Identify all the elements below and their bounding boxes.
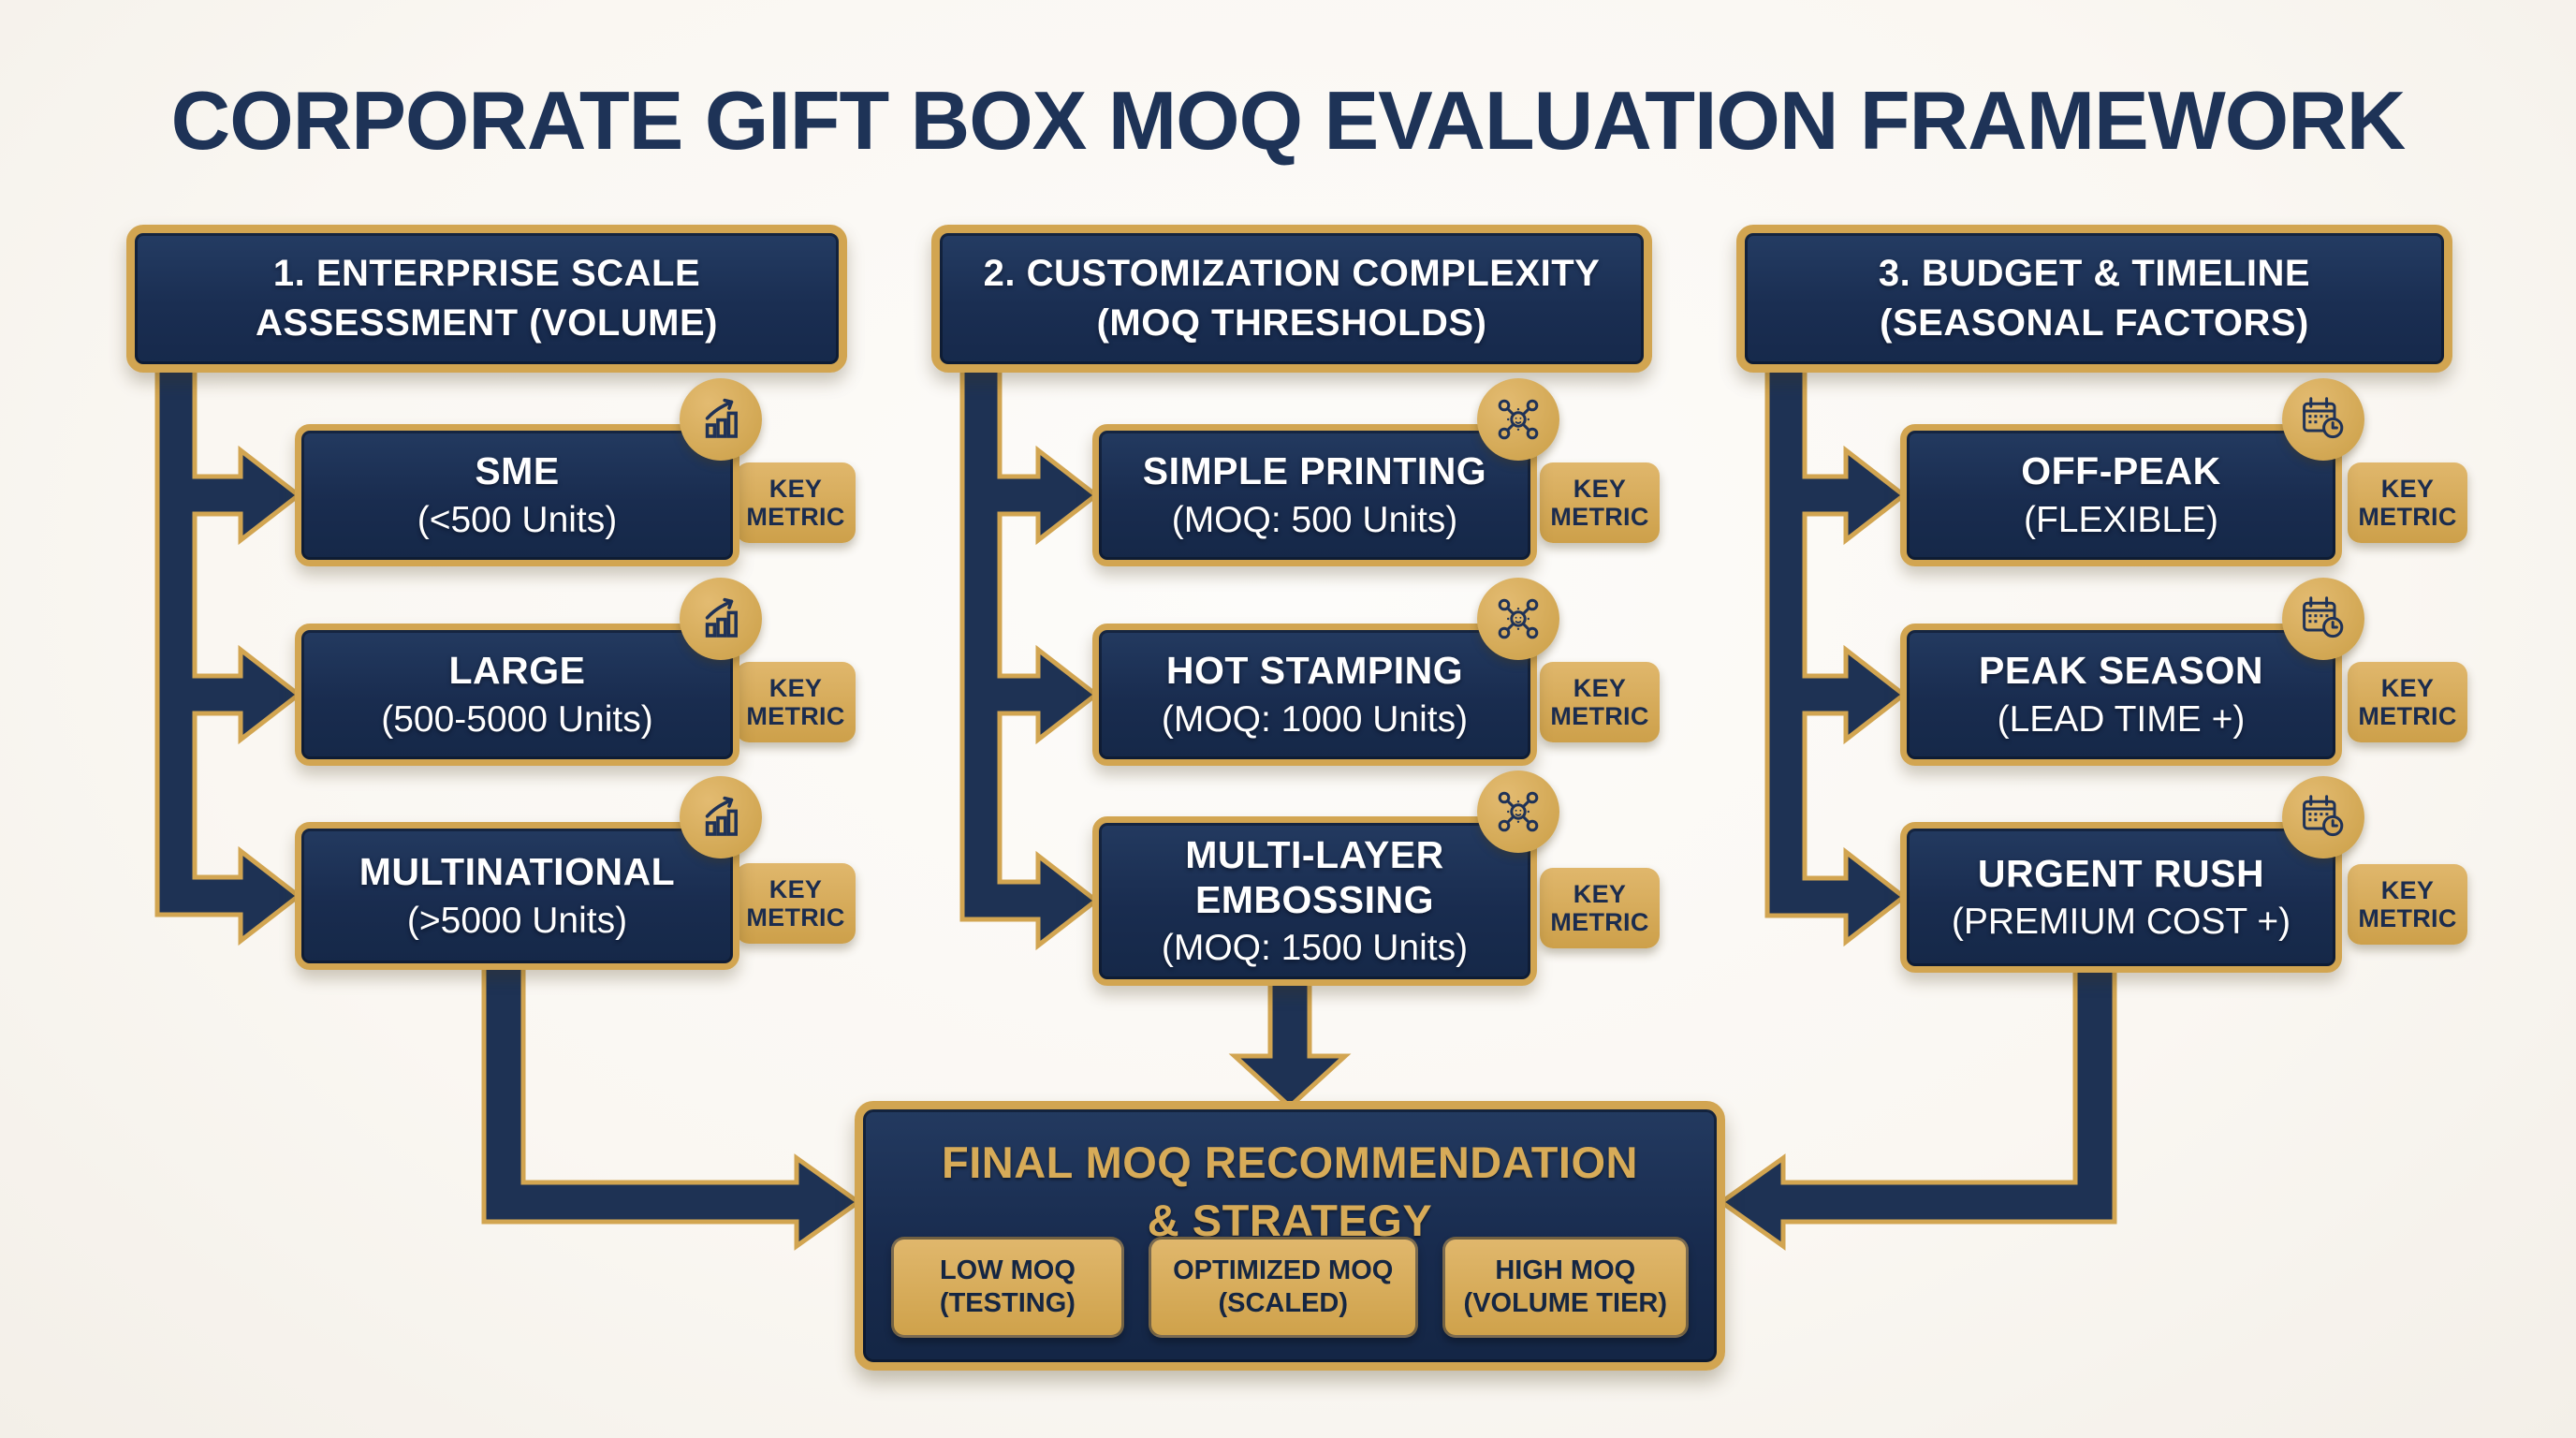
center-down-arrow — [1228, 971, 1352, 1110]
key-metric-tag: KEY METRIC — [1540, 662, 1660, 742]
option-optimized-moq: OPTIMIZED MOQ (SCALED) — [1148, 1237, 1418, 1338]
key-metric-line1: KEY — [1573, 474, 1627, 503]
key-metric-line2: METRIC — [746, 903, 845, 932]
calendar-clock-icon — [2282, 378, 2364, 461]
box-multilayer-embossing: MULTI-LAYER EMBOSSING (MOQ: 1500 Units) — [1092, 816, 1537, 986]
box-urgent-rush: URGENT RUSH (PREMIUM COST +) — [1900, 822, 2342, 973]
box-sme: SME (<500 Units) — [295, 424, 739, 566]
box-hot-stamping: HOT STAMPING (MOQ: 1000 Units) — [1092, 624, 1537, 766]
box-peak-season: PEAK SEASON (LEAD TIME +) — [1900, 624, 2342, 766]
column2-header: 2. CUSTOMIZATION COMPLEXITY (MOQ THRESHO… — [931, 225, 1652, 373]
key-metric-line2: METRIC — [1550, 908, 1649, 936]
right-elbow-arrow — [1717, 952, 2117, 1251]
key-metric-line2: METRIC — [1550, 503, 1649, 531]
key-metric-line2: METRIC — [746, 503, 845, 531]
key-metric-line1: KEY — [1573, 879, 1627, 908]
box-off-peak-name: OFF-PEAK — [2021, 449, 2221, 493]
moq-options-row: LOW MOQ (TESTING) OPTIMIZED MOQ (SCALED)… — [891, 1237, 1689, 1338]
option-low-moq-line2: (TESTING) — [939, 1288, 1076, 1318]
growth-chart-icon — [680, 578, 762, 660]
box-urgent-rush-detail: (PREMIUM COST +) — [1951, 902, 2291, 943]
box-hot-stamping-name: HOT STAMPING — [1165, 649, 1464, 693]
option-high-moq: HIGH MOQ (VOLUME TIER) — [1442, 1237, 1689, 1338]
column3-branch-arrows — [1764, 353, 1909, 947]
key-metric-line1: KEY — [768, 874, 823, 903]
column2-header-line2: (MOQ THRESHOLDS) — [1096, 302, 1487, 344]
key-metric-line1: KEY — [768, 673, 823, 702]
option-low-moq-line1: LOW MOQ — [939, 1255, 1076, 1285]
final-title-line1: FINAL MOQ RECOMMENDATION — [942, 1137, 1638, 1187]
box-large-name: LARGE — [448, 649, 586, 693]
box-simple-printing-detail: (MOQ: 500 Units) — [1171, 499, 1458, 540]
network-nodes-icon — [1477, 378, 1559, 461]
box-multinational-detail: (>5000 Units) — [406, 900, 628, 941]
key-metric-tag: KEY METRIC — [736, 662, 856, 742]
key-metric-line1: KEY — [768, 474, 823, 503]
column2-branch-arrows — [959, 353, 1101, 951]
box-large: LARGE (500-5000 Units) — [295, 624, 739, 766]
key-metric-line1: KEY — [1573, 673, 1627, 702]
key-metric-tag: KEY METRIC — [2348, 662, 2467, 742]
box-simple-printing: SIMPLE PRINTING (MOQ: 500 Units) — [1092, 424, 1537, 566]
box-urgent-rush-name: URGENT RUSH — [1977, 851, 2265, 895]
column1-header: 1. ENTERPRISE SCALE ASSESSMENT (VOLUME) — [126, 225, 847, 373]
box-off-peak-detail: (FLEXIBLE) — [2023, 499, 2219, 540]
left-elbow-arrow — [481, 952, 863, 1251]
box-large-detail: (500-5000 Units) — [381, 698, 653, 740]
final-recommendation-box: FINAL MOQ RECOMMENDATION & STRATEGY LOW … — [855, 1101, 1725, 1371]
box-multilayer-embossing-detail: (MOQ: 1500 Units) — [1161, 927, 1469, 968]
growth-chart-icon — [680, 378, 762, 461]
key-metric-line2: METRIC — [746, 702, 845, 730]
calendar-clock-icon — [2282, 776, 2364, 858]
column3-header-line2: (SEASONAL FACTORS) — [1880, 302, 2309, 344]
key-metric-tag: KEY METRIC — [736, 462, 856, 543]
option-optimized-moq-line1: OPTIMIZED MOQ — [1173, 1255, 1394, 1285]
column1-header-line1: 1. ENTERPRISE SCALE — [272, 253, 701, 295]
key-metric-line2: METRIC — [2358, 503, 2457, 531]
box-multinational-name: MULTINATIONAL — [359, 850, 676, 894]
box-peak-season-detail: (LEAD TIME +) — [1997, 698, 2246, 740]
column1-branch-arrows — [154, 353, 303, 946]
column3-header: 3. BUDGET & TIMELINE (SEASONAL FACTORS) — [1736, 225, 2452, 373]
option-low-moq: LOW MOQ (TESTING) — [891, 1237, 1124, 1338]
box-sme-name: SME — [475, 449, 560, 493]
final-recommendation-title: FINAL MOQ RECOMMENDATION & STRATEGY — [863, 1134, 1717, 1250]
option-high-moq-line1: HIGH MOQ — [1495, 1255, 1636, 1285]
key-metric-line1: KEY — [2380, 474, 2435, 503]
key-metric-tag: KEY METRIC — [2348, 864, 2467, 945]
option-optimized-moq-line2: (SCALED) — [1218, 1288, 1348, 1318]
box-peak-season-name: PEAK SEASON — [1979, 649, 2263, 693]
column2-header-line1: 2. CUSTOMIZATION COMPLEXITY — [983, 253, 1601, 295]
network-nodes-icon — [1477, 578, 1559, 660]
network-nodes-icon — [1477, 770, 1559, 853]
column1-header-line2: ASSESSMENT (VOLUME) — [256, 302, 718, 344]
growth-chart-icon — [680, 776, 762, 858]
key-metric-line1: KEY — [2380, 875, 2435, 904]
page-title: CORPORATE GIFT BOX MOQ EVALUATION FRAMEW… — [170, 74, 2407, 167]
key-metric-line2: METRIC — [2358, 904, 2457, 932]
box-multinational: MULTINATIONAL (>5000 Units) — [295, 822, 739, 970]
key-metric-tag: KEY METRIC — [1540, 462, 1660, 543]
box-multilayer-embossing-name: MULTI-LAYER EMBOSSING — [1185, 833, 1444, 921]
calendar-clock-icon — [2282, 578, 2364, 660]
box-simple-printing-name: SIMPLE PRINTING — [1142, 449, 1487, 493]
option-high-moq-line2: (VOLUME TIER) — [1463, 1288, 1668, 1318]
column3-header-line1: 3. BUDGET & TIMELINE — [1878, 253, 2311, 295]
key-metric-line2: METRIC — [1550, 702, 1649, 730]
box-sme-detail: (<500 Units) — [417, 499, 618, 540]
key-metric-tag: KEY METRIC — [1540, 868, 1660, 948]
box-off-peak: OFF-PEAK (FLEXIBLE) — [1900, 424, 2342, 566]
key-metric-line2: METRIC — [2358, 702, 2457, 730]
key-metric-tag: KEY METRIC — [2348, 462, 2467, 543]
key-metric-line1: KEY — [2380, 673, 2435, 702]
key-metric-tag: KEY METRIC — [736, 863, 856, 944]
box-hot-stamping-detail: (MOQ: 1000 Units) — [1161, 698, 1469, 740]
